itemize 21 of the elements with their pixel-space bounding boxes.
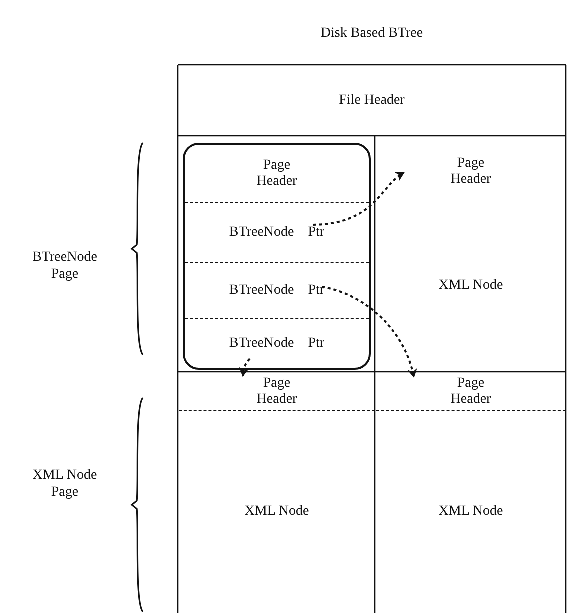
cell-text: XML Node [179,411,375,613]
diagram-title: Disk Based BTree [320,26,424,43]
brace-label: BTreeNode Page [32,250,98,284]
brace-label: XML Node Page [32,468,98,502]
rounded-page-box [183,143,371,370]
entry-label: BTreeNode [229,282,294,298]
cell-text: Page Header [376,143,566,200]
header-cell: Page Header [185,145,369,203]
pointer-label: Ptr [308,224,325,240]
header-cell: Page Header [179,373,375,411]
cell-text: XML Node [376,200,566,372]
entry-label: BTreeNode [229,336,294,352]
dashed-arrow [322,286,417,378]
dashed-arrow [312,172,405,226]
pointer-label: Ptr [308,282,325,298]
header-cell: Page Header [376,373,566,411]
cell-text: File Header [179,66,565,136]
entry-label: BTreeNode [229,224,294,240]
cell-text: XML Node [376,411,566,613]
pointer-label: Ptr [308,336,325,352]
dashed-arrow [239,358,251,377]
